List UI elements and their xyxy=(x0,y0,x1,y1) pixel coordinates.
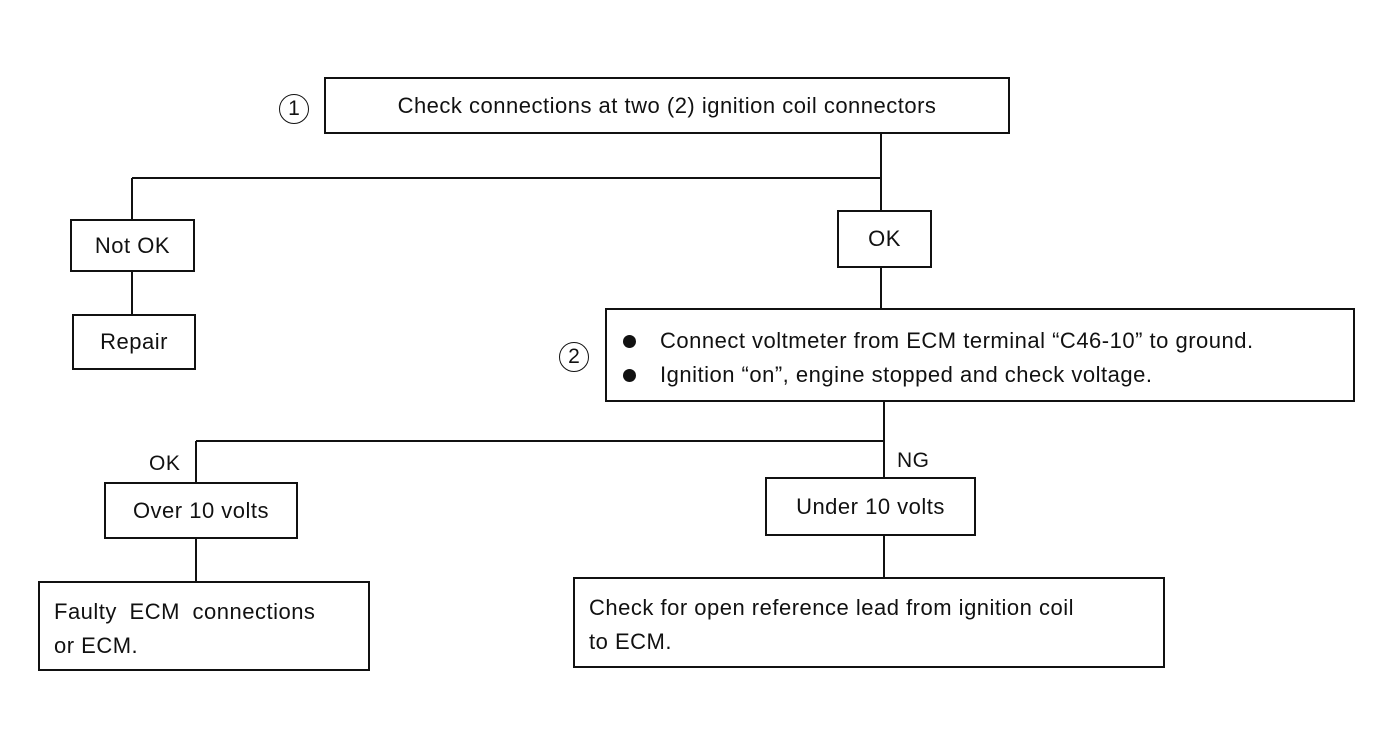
check-reference-lead-line2: to ECM. xyxy=(589,629,672,654)
over-10-volts-box: Over 10 volts xyxy=(104,482,298,539)
step-number-2-text: 2 xyxy=(568,345,580,368)
faulty-ecm-text-line1: Faulty ECM connections xyxy=(54,599,316,624)
step-number-2: 2 xyxy=(559,342,589,372)
step1-text: Check connections at two (2) ignition co… xyxy=(397,92,937,118)
ng-branch-label: NG xyxy=(897,449,930,472)
bullet-icon xyxy=(623,334,636,348)
bullet-icon xyxy=(623,368,636,382)
check-reference-lead-line1: Check for open reference lead from ignit… xyxy=(589,595,1075,620)
ok-branch-label: OK xyxy=(149,452,181,475)
ok-text: OK xyxy=(868,226,901,251)
check-reference-lead-box: Check for open reference lead from ignit… xyxy=(573,577,1165,668)
faulty-ecm-box: Faulty ECM connections or ECM. xyxy=(38,581,370,671)
under-10-volts-box: Under 10 volts xyxy=(765,477,976,536)
step2-item-text: Ignition “on”, engine stopped and check … xyxy=(660,362,1153,387)
step1-box: Check connections at two (2) ignition co… xyxy=(324,77,1010,134)
faulty-ecm-text-line2: or ECM. xyxy=(54,633,139,658)
step-number-1: 1 xyxy=(279,94,309,124)
ok-box: OK xyxy=(837,210,932,268)
step2-item: Connect voltmeter from ECM terminal “C46… xyxy=(623,324,1353,358)
step2-item: Ignition “on”, engine stopped and check … xyxy=(623,358,1353,392)
under-10-volts-text: Under 10 volts xyxy=(796,493,945,519)
step2-item-text: Connect voltmeter from ECM terminal “C46… xyxy=(660,328,1254,353)
repair-box: Repair xyxy=(72,314,196,370)
over-10-volts-text: Over 10 volts xyxy=(132,497,270,523)
step2-box: Connect voltmeter from ECM terminal “C46… xyxy=(605,308,1355,402)
not-ok-box: Not OK xyxy=(70,219,195,272)
not-ok-text: Not OK xyxy=(94,232,171,258)
repair-text: Repair xyxy=(100,329,168,354)
step-number-1-text: 1 xyxy=(288,97,300,120)
